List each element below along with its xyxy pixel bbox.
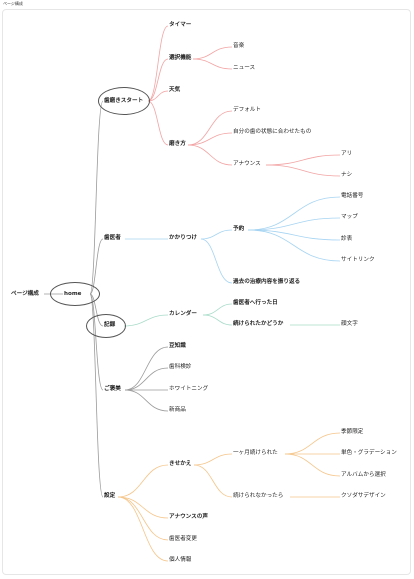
node-change-dentist: 歯医者変更 <box>169 536 197 542</box>
node-album: アルバムから選択 <box>341 472 386 478</box>
node-announce-voice: アナウンスの声 <box>169 514 208 520</box>
node-monthly: 一ヶ月続けられた <box>233 450 278 456</box>
edge-dress-monthly <box>193 453 233 466</box>
edge-record-calendar <box>123 314 169 327</box>
node-default: デフォルト <box>233 107 261 113</box>
node-exercise: 歯科検診 <box>169 364 192 370</box>
edge-res-link <box>247 229 341 262</box>
edge-select-music <box>192 46 233 60</box>
node-past-treatment: 過去の治療内容を振り返る <box>233 279 301 285</box>
edge-dress-not <box>193 464 233 498</box>
edge-home-trivia <box>89 293 104 391</box>
node-home: home <box>64 291 82 297</box>
node-kusodasa: クソダサデザイン <box>341 493 386 499</box>
node-music: 音楽 <box>233 43 245 49</box>
home-node-outline <box>50 282 100 306</box>
edge-settings-voice <box>117 496 169 519</box>
node-dentist: 歯医者 <box>104 235 121 241</box>
node-family-doctor: かかりつけ <box>169 235 198 241</box>
edge-calendar-visited <box>202 303 233 316</box>
node-gradation: 単色・グラデーション <box>341 450 397 456</box>
node-visited-day: 歯医者へ行った日 <box>233 300 278 306</box>
node-news: ニュース <box>233 65 256 71</box>
node-startup: 歯磨きスタート <box>104 98 144 104</box>
edge-res-phone <box>247 196 341 231</box>
edge-family-reservation <box>200 229 233 240</box>
edge-monthly-seasonal <box>284 432 341 455</box>
node-seasonal: 季節限定 <box>341 429 364 435</box>
node-brushing: 磨き方 <box>169 141 186 147</box>
edge-startup-timer <box>147 25 169 102</box>
node-announce: アナウンス <box>233 161 261 167</box>
canvas-frame <box>2 9 411 575</box>
node-map: マップ <box>341 214 358 220</box>
node-site-link: サイトリンク <box>341 257 375 263</box>
edge-startup-weather <box>147 90 169 102</box>
edge-brushing-state <box>187 132 233 146</box>
edge-brushing-announce <box>187 144 233 166</box>
edge-trivia-exercise <box>124 367 169 391</box>
node-timer: タイマー <box>169 22 192 28</box>
edge-trivia-new <box>124 389 169 412</box>
node-trivia: ご褒美 <box>104 386 121 392</box>
edge-trivia-mame <box>124 346 169 391</box>
node-dress-up: きせかえ <box>169 461 192 467</box>
node-ari: アリ <box>341 151 353 157</box>
node-record: 記録 <box>104 322 116 328</box>
edge-res-shinsatsu <box>247 229 341 241</box>
node-phone: 電話番号 <box>341 193 364 199</box>
node-shinsatsu: 診表 <box>341 236 353 242</box>
edge-calendar-continued <box>202 314 233 326</box>
edge-settings-personal <box>117 496 169 562</box>
startup-node-outline <box>98 87 150 115</box>
node-reservation: 予約 <box>233 226 245 232</box>
edge-monthly-album <box>284 453 341 477</box>
record-node-outline <box>86 314 126 338</box>
edge-startup-select <box>147 58 169 102</box>
node-kaomoji: 顔文字 <box>341 321 358 327</box>
node-new-product: 新商品 <box>169 407 186 413</box>
edge-res-map <box>247 217 341 231</box>
node-weather: 天気 <box>169 87 181 93</box>
node-music-select: 選択機能 <box>169 55 192 61</box>
node-settings: 設定 <box>104 493 116 499</box>
node-not-continued: 続けられなかったら <box>233 493 284 499</box>
node-nashi: ナシ <box>341 172 353 178</box>
node-whitening: ホワイトニング <box>169 386 209 392</box>
page-title: ページ構成 <box>3 1 23 6</box>
edge-announce-nashi <box>265 164 341 177</box>
edge-family-past <box>200 238 233 284</box>
edge-startup-brushing <box>147 100 169 146</box>
edge-announce-ari <box>265 154 341 166</box>
node-mame: 豆知識 <box>169 343 186 349</box>
edge-settings-dress <box>117 464 169 498</box>
node-calendar: カレンダー <box>169 311 197 317</box>
edge-settings-change <box>117 496 169 541</box>
edge-select-news <box>192 58 233 70</box>
node-tooth-state: 自分の歯の状態に合わせたもの <box>233 129 312 135</box>
node-root: ページ構成 <box>11 291 39 297</box>
node-personal: 個人情報 <box>169 557 192 563</box>
node-continued: 続けられたかどうか <box>233 321 284 327</box>
edge-brushing-default <box>187 110 233 146</box>
